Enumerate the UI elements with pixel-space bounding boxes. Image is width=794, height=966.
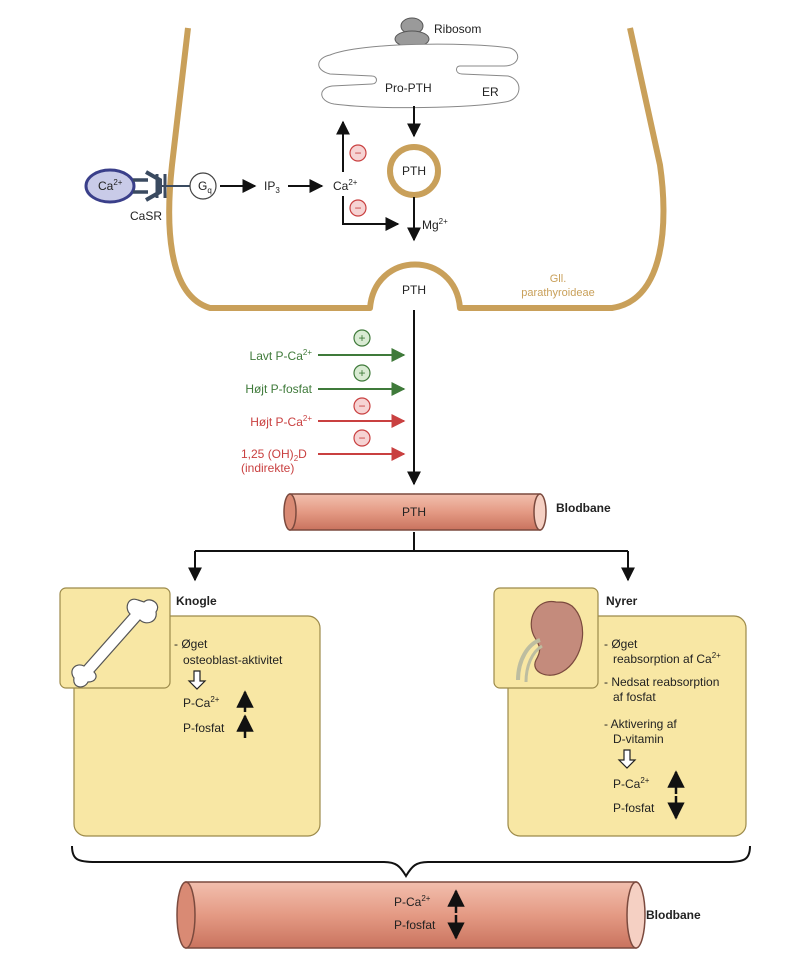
gq-protein (189, 172, 217, 200)
pth-secreted-label: PTH (402, 283, 426, 297)
regulator-label: Højt P-fosfat (245, 382, 312, 396)
endoplasmic-reticulum (318, 43, 520, 109)
bloodstream-top-label: PTH (402, 505, 426, 519)
casr-receptor (84, 168, 190, 204)
bone-hollow-arrow (187, 670, 207, 690)
bone-title: Knogle (176, 594, 217, 608)
plus-sign: + (358, 331, 365, 345)
kidney-panel (493, 587, 747, 837)
plus-badge (353, 364, 371, 382)
pro-pth-label: Pro-PTH (385, 81, 432, 95)
casr-label: CaSR (130, 209, 162, 223)
bone-panel (59, 587, 321, 837)
plus-badge (353, 329, 371, 347)
bone-effect-line1: - Øget (174, 637, 208, 651)
ip3-label: IP3 (264, 179, 280, 195)
bloodstream-bottom-line2: P-fosfat (394, 918, 436, 932)
ca-ion-bubble (84, 168, 136, 204)
minus-sign: − (358, 431, 365, 445)
regulator-label: Lavt P-Ca2+ (250, 348, 313, 363)
minus-badge-er (349, 144, 367, 162)
bone-icon (71, 598, 159, 688)
minus-sign-er: − (354, 146, 361, 160)
kidney-result2: P-fosfat (613, 801, 655, 815)
parathyroid-cell (166, 27, 667, 311)
regulator-hojt-pfosfat: Højt P-fosfat + (245, 364, 406, 396)
kidney-effect3-line2: D-vitamin (613, 732, 664, 746)
gland-label-line2: parathyroideae (521, 287, 594, 299)
summary-brace (71, 845, 751, 878)
regulator-125-oh2d: 1,25 (OH)2D (indirekte) − (241, 429, 406, 475)
minus-badge (353, 397, 371, 415)
bone-effect-line2: osteoblast-aktivitet (183, 653, 283, 667)
ribosome-label: Ribosom (434, 22, 481, 36)
kidney-effect3-line1: - Aktivering af (604, 717, 677, 731)
kidney-effect2-line2: af fosfat (613, 690, 656, 704)
bloodstream-top-side-label: Blodbane (556, 501, 611, 515)
minus-badge (353, 429, 371, 447)
kidney-title: Nyrer (606, 594, 638, 608)
er-label: ER (482, 85, 499, 99)
bone-result2: P-fosfat (183, 721, 225, 735)
kidney-effect1-line1: - Øget (604, 637, 638, 651)
minus-sign: − (358, 399, 365, 413)
pth-vesicle (387, 144, 441, 198)
regulator-lavt-pca: Lavt P-Ca2+ + (250, 329, 406, 363)
regulator-hojt-pca: Højt P-Ca2+ − (250, 397, 406, 429)
regulator-label-line2: (indirekte) (241, 461, 294, 475)
bloodstream-bottom-side-label: Blodbane (646, 908, 701, 922)
ca-ion-label: Ca2+ (98, 178, 123, 193)
minus-sign-release: − (354, 201, 361, 215)
mg-label: Mg2+ (422, 217, 448, 232)
kidney-effect2-line1: - Nedsat reabsorption (604, 675, 719, 689)
bone-result1: P-Ca2+ (183, 695, 220, 710)
minus-badge-release (349, 199, 367, 217)
plus-sign: + (358, 366, 365, 380)
bloodstream-bottom-line1: P-Ca2+ (394, 894, 431, 909)
bloodstream-top (283, 493, 547, 531)
pth-inside-label: PTH (402, 164, 426, 178)
branch-connector (195, 532, 628, 552)
gq-label: Gq (198, 179, 212, 195)
gland-label-line1: Gll. (550, 273, 567, 285)
kidney-hollow-arrow (617, 749, 637, 769)
regulator-label: 1,25 (OH)2D (241, 447, 307, 463)
bloodstream-bottom (176, 881, 646, 949)
ca-label: Ca2+ (333, 178, 358, 193)
regulator-label: Højt P-Ca2+ (250, 414, 312, 429)
kidney-result1: P-Ca2+ (613, 776, 650, 791)
arrow-ca-to-pth-release (342, 196, 400, 231)
kidney-icon (516, 601, 584, 683)
kidney-effect1-line2: reabsorption af Ca2+ (613, 651, 721, 666)
cell-membrane (166, 27, 667, 311)
